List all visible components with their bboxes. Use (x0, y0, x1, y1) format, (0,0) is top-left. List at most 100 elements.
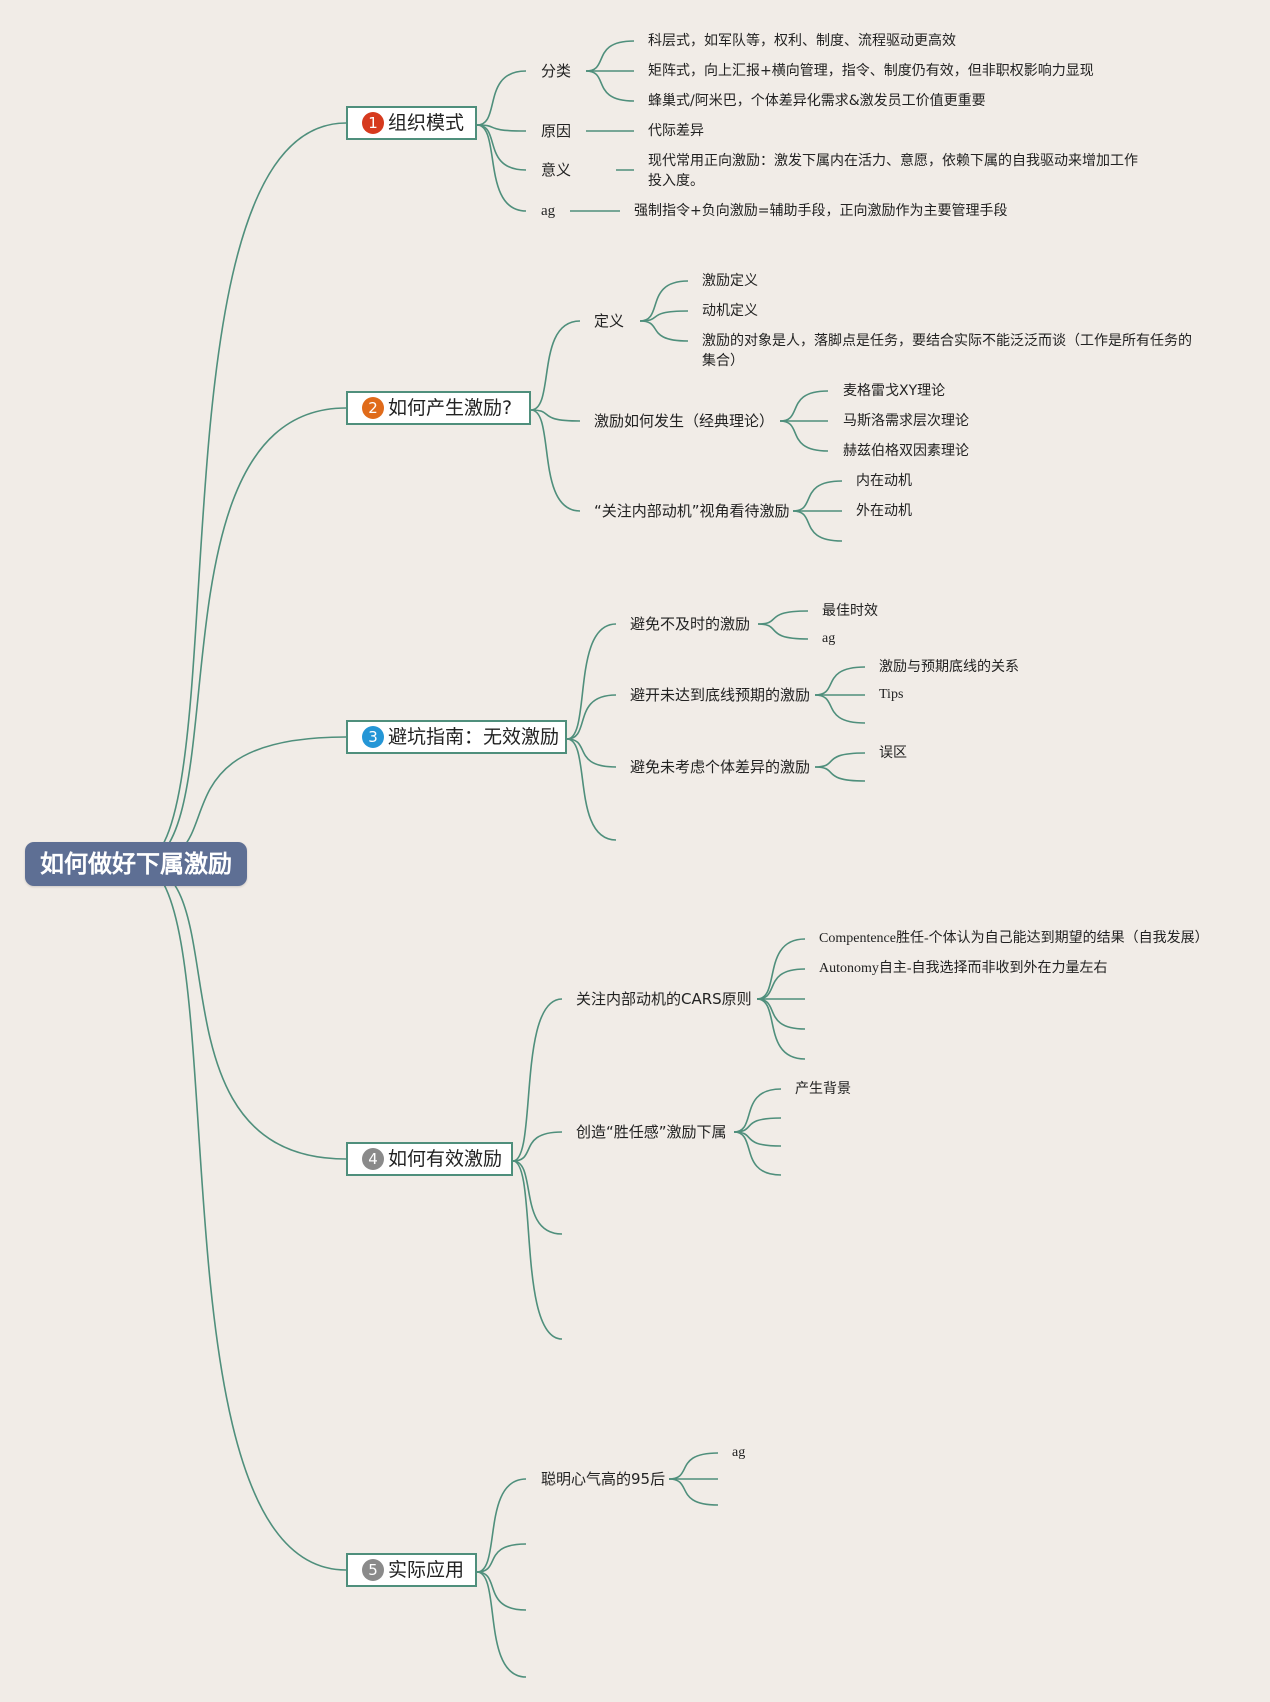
connector (639, 280, 689, 322)
topic-label: 如何有效激励 (388, 1148, 503, 1170)
leaf-positive-incentive-cont: 投入度。 (648, 173, 704, 189)
leaf-competence[interactable]: Compentence胜任-个体认为自己能达到期望的结果（自我发展） (819, 931, 1209, 946)
connector (585, 40, 635, 72)
connector (566, 623, 617, 740)
leaf-incentive-object-cont: 集合） (702, 353, 744, 369)
connector (756, 968, 806, 1000)
subtopic-avoid-untimely[interactable]: 避免不及时的激励 (630, 615, 751, 633)
connector (639, 310, 689, 322)
subtopic-classic-theories[interactable]: 激励如何发生（经典理论） (594, 412, 775, 430)
root-topic[interactable]: 如何做好下属激励 (25, 842, 247, 886)
connector (779, 390, 829, 422)
connector (733, 1131, 782, 1176)
connector (756, 998, 806, 1030)
leaf-bureaucratic[interactable]: 科层式，如军队等，权利、制度、流程驱动更高效 (648, 33, 956, 49)
leaf-herzberg[interactable]: 赫兹伯格双因素理论 (843, 443, 969, 459)
number-badge-5: 5 (362, 1559, 384, 1581)
leaf-mandatory-instruction[interactable]: 强制指令+负向激励=辅助手段，正向激励作为主要管理手段 (634, 203, 1008, 219)
leaf-incentive-definition[interactable]: 激励定义 (702, 273, 758, 289)
connector (814, 766, 866, 782)
topic-label: 如何产生激励? (388, 397, 513, 419)
leaf-extrinsic-motivation[interactable]: 外在动机 (856, 503, 912, 519)
topic-label: 避坑指南：无效激励 (388, 726, 560, 748)
connector (792, 510, 843, 542)
connector (476, 1571, 527, 1611)
number-badge-3: 3 (362, 726, 384, 748)
connector (814, 752, 866, 768)
connector (530, 409, 581, 512)
subtopic-avoid-ignoring-differences[interactable]: 避免未考虑个体差异的激励 (630, 758, 811, 776)
connector (779, 420, 829, 452)
connector (512, 1160, 563, 1235)
subtopic-significance[interactable]: 意义 (541, 161, 572, 179)
leaf-background[interactable]: 产生背景 (795, 1081, 851, 1097)
leaf-tips[interactable]: Tips (879, 687, 904, 702)
subtopic-reason[interactable]: 原因 (541, 122, 572, 140)
leaf-ag[interactable]: ag (822, 631, 836, 646)
topic-label: 实际应用 (388, 1559, 465, 1581)
connector (476, 1478, 527, 1573)
connector (566, 738, 617, 768)
connector (476, 70, 527, 126)
number-badge-1: 1 (362, 112, 384, 134)
connector (639, 320, 689, 342)
leaf-autonomy[interactable]: Autonomy自主-自我选择而非收到外在力量左右 (819, 961, 1108, 976)
subtopic-ag[interactable]: ag (541, 203, 556, 219)
connector (566, 694, 617, 740)
subtopic-internal-motivation-view[interactable]: “关注内部动机”视角看待激励 (594, 502, 790, 520)
connector (668, 1478, 719, 1506)
connector (530, 409, 581, 422)
connector (757, 623, 809, 640)
leaf-intrinsic-motivation[interactable]: 内在动机 (856, 473, 912, 489)
leaf-honeycomb[interactable]: 蜂巢式/阿米巴，个体差异化需求&激发员工价值更重要 (648, 93, 986, 109)
leaf-incentive-object[interactable]: 激励的对象是人，落脚点是任务，要结合实际不能泛泛而谈（工作是所有任务的 (702, 333, 1192, 349)
connector (137, 863, 347, 1160)
connector (512, 1131, 563, 1162)
leaf-ag[interactable]: ag (732, 1445, 746, 1460)
subtopic-definition[interactable]: 定义 (594, 312, 625, 330)
connector (756, 998, 806, 1060)
connector (792, 480, 843, 512)
connector (668, 1452, 719, 1480)
leaf-maslow[interactable]: 马斯洛需求层次理论 (843, 413, 969, 429)
connector (476, 124, 527, 212)
number-badge-2: 2 (362, 397, 384, 419)
connector (814, 666, 866, 696)
connector (757, 610, 809, 625)
connector (137, 122, 347, 865)
leaf-motivation-definition[interactable]: 动机定义 (702, 303, 758, 319)
leaf-mcgregor-xy[interactable]: 麦格雷戈XY理论 (843, 383, 946, 399)
connector (512, 1160, 563, 1340)
leaf-matrix[interactable]: 矩阵式，向上汇报+横向管理，指令、制度仍有效，但非职权影响力显现 (648, 63, 1094, 79)
connector (756, 938, 806, 1000)
topic-label: 组织模式 (388, 112, 465, 134)
leaf-expectation-relation[interactable]: 激励与预期底线的关系 (879, 659, 1019, 675)
number-badge-4: 4 (362, 1148, 384, 1170)
connector (137, 407, 347, 865)
connector (476, 1543, 527, 1573)
leaf-best-timing[interactable]: 最佳时效 (822, 603, 878, 619)
leaf-misconception[interactable]: 误区 (879, 745, 907, 761)
connector (585, 70, 635, 102)
connector (566, 738, 617, 841)
subtopic-cars-principle[interactable]: 关注内部动机的CARS原则 (576, 990, 752, 1008)
subtopic-create-competence[interactable]: 创造“胜任感”激励下属 (576, 1123, 727, 1141)
subtopic-post95[interactable]: 聪明心气高的95后 (541, 1470, 666, 1488)
leaf-positive-incentive[interactable]: 现代常用正向激励：激发下属内在活力、意愿，依赖下属的自我驱动来增加工作 (648, 153, 1138, 169)
connector (476, 124, 527, 171)
connector (814, 694, 866, 724)
connector (476, 124, 527, 132)
subtopic-classification[interactable]: 分类 (541, 62, 572, 80)
connector (733, 1088, 782, 1133)
connector (137, 863, 347, 1571)
connector (530, 320, 581, 411)
leaf-generation-gap[interactable]: 代际差异 (648, 123, 704, 139)
connector (476, 1571, 527, 1678)
subtopic-avoid-below-baseline[interactable]: 避开未达到底线预期的激励 (630, 686, 811, 704)
